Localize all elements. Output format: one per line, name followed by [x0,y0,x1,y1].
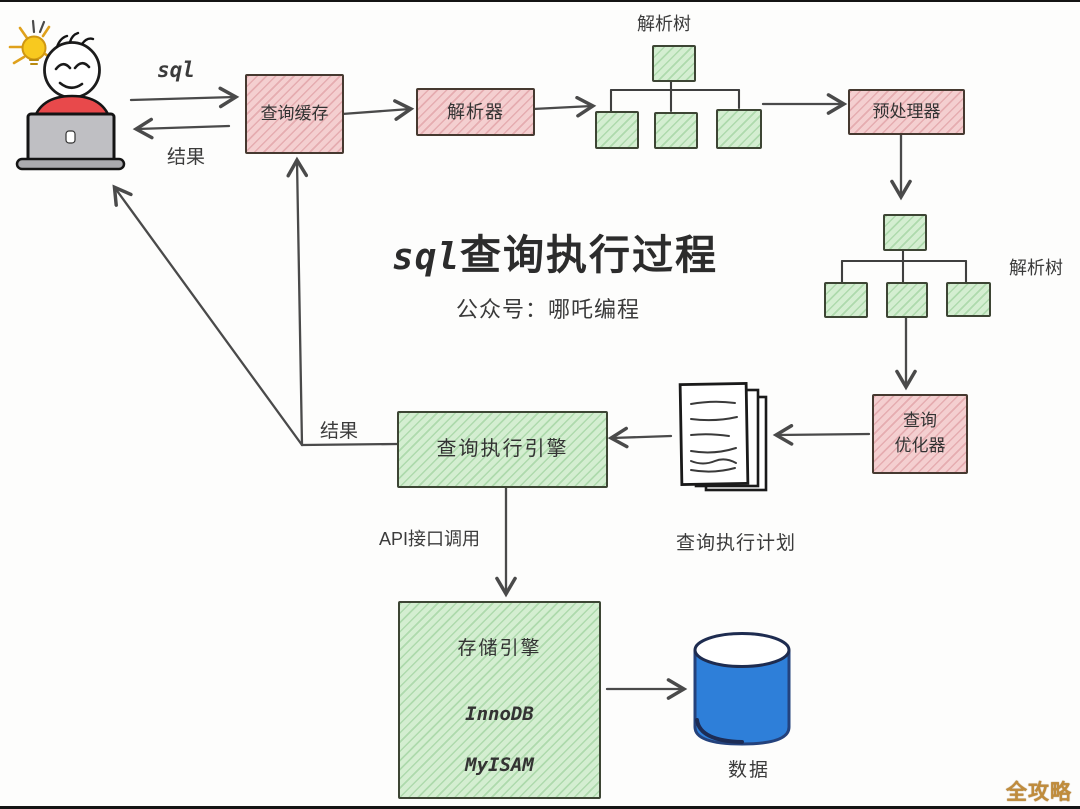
parser-label: 解析器 [447,101,504,122]
parse-tree1-child2-box [654,112,698,149]
user-hair [55,31,95,49]
parse-tree1-child3-box [716,109,762,149]
query-cache-box: 查询缓存 [245,74,344,154]
page-title: sql查询执行过程 [392,221,718,281]
parse-tree2-child1-box [824,282,868,318]
top-border-line [0,0,1080,2]
arrow-parser-to-tree1 [531,95,597,118]
page-title-zh: 查询执行过程 [460,232,719,278]
storage-engine-innodb-label: InnoDB [465,702,534,725]
preprocessor-label: 预处理器 [872,101,941,121]
execution-plan-label: 查询执行计划 [676,533,797,554]
page-title-en: sql [392,237,461,278]
watermark: 全攻略 [1006,781,1072,804]
user-face [54,61,91,90]
parse-tree1-root-box [652,45,696,82]
bottom-border-line [0,806,1080,809]
line-engine-result [300,442,399,447]
arrow-plan-to-engine [607,426,673,449]
arrow-result-to-cache [286,156,309,447]
result-mid-label: 结果 [320,421,359,442]
arrow-result-to-user-long [112,184,304,447]
query-optimizer-box: 查询 优化器 [872,394,968,474]
laptop-base [15,157,126,171]
lightbulb-icon [8,19,55,65]
execution-engine-label: 查询执行引擎 [436,438,569,460]
query-cache-label: 查询缓存 [260,103,329,123]
arrow-result-to-user [132,117,231,140]
tree-connectors [609,77,968,284]
page-subtitle: 公众号：哪吒编程 [456,297,641,322]
user-head [43,41,101,99]
api-call-label: API接口调用 [379,529,481,549]
parse-tree2-label: 解析树 [1009,258,1063,278]
preprocessor-box: 预处理器 [848,89,965,135]
result-top-label: 结果 [167,147,206,168]
query-optimizer-label-line2: 优化器 [894,436,946,455]
execution-engine-box: 查询执行引擎 [397,411,608,488]
query-optimizer-label-line1: 查询 [903,411,937,431]
laptop-logo [65,130,76,144]
storage-engine-label: 存储引擎 [457,638,542,659]
parse-tree1-label: 解析树 [637,14,691,34]
sql-arrow-label: sql [157,58,195,82]
database-icon [693,632,791,746]
parse-tree2-root-box [883,214,927,251]
parse-tree2-child3-box [946,282,991,317]
data-label: 数据 [728,760,771,781]
user-figure [15,31,126,171]
parser-box: 解析器 [416,88,535,136]
parse-tree1-child1-box [595,111,639,149]
parse-tree2-child2-box [886,282,928,318]
arrow-cache-to-parser [340,99,415,121]
arrow-optimizer-to-plan [772,424,871,446]
execution-plan-document-icon [678,382,768,492]
arrow-sql-to-cache [129,86,240,109]
storage-engine-myisam-label: MyISAM [465,754,534,777]
storage-engine-box: 存储引擎 InnoDB MyISAM [398,601,601,799]
